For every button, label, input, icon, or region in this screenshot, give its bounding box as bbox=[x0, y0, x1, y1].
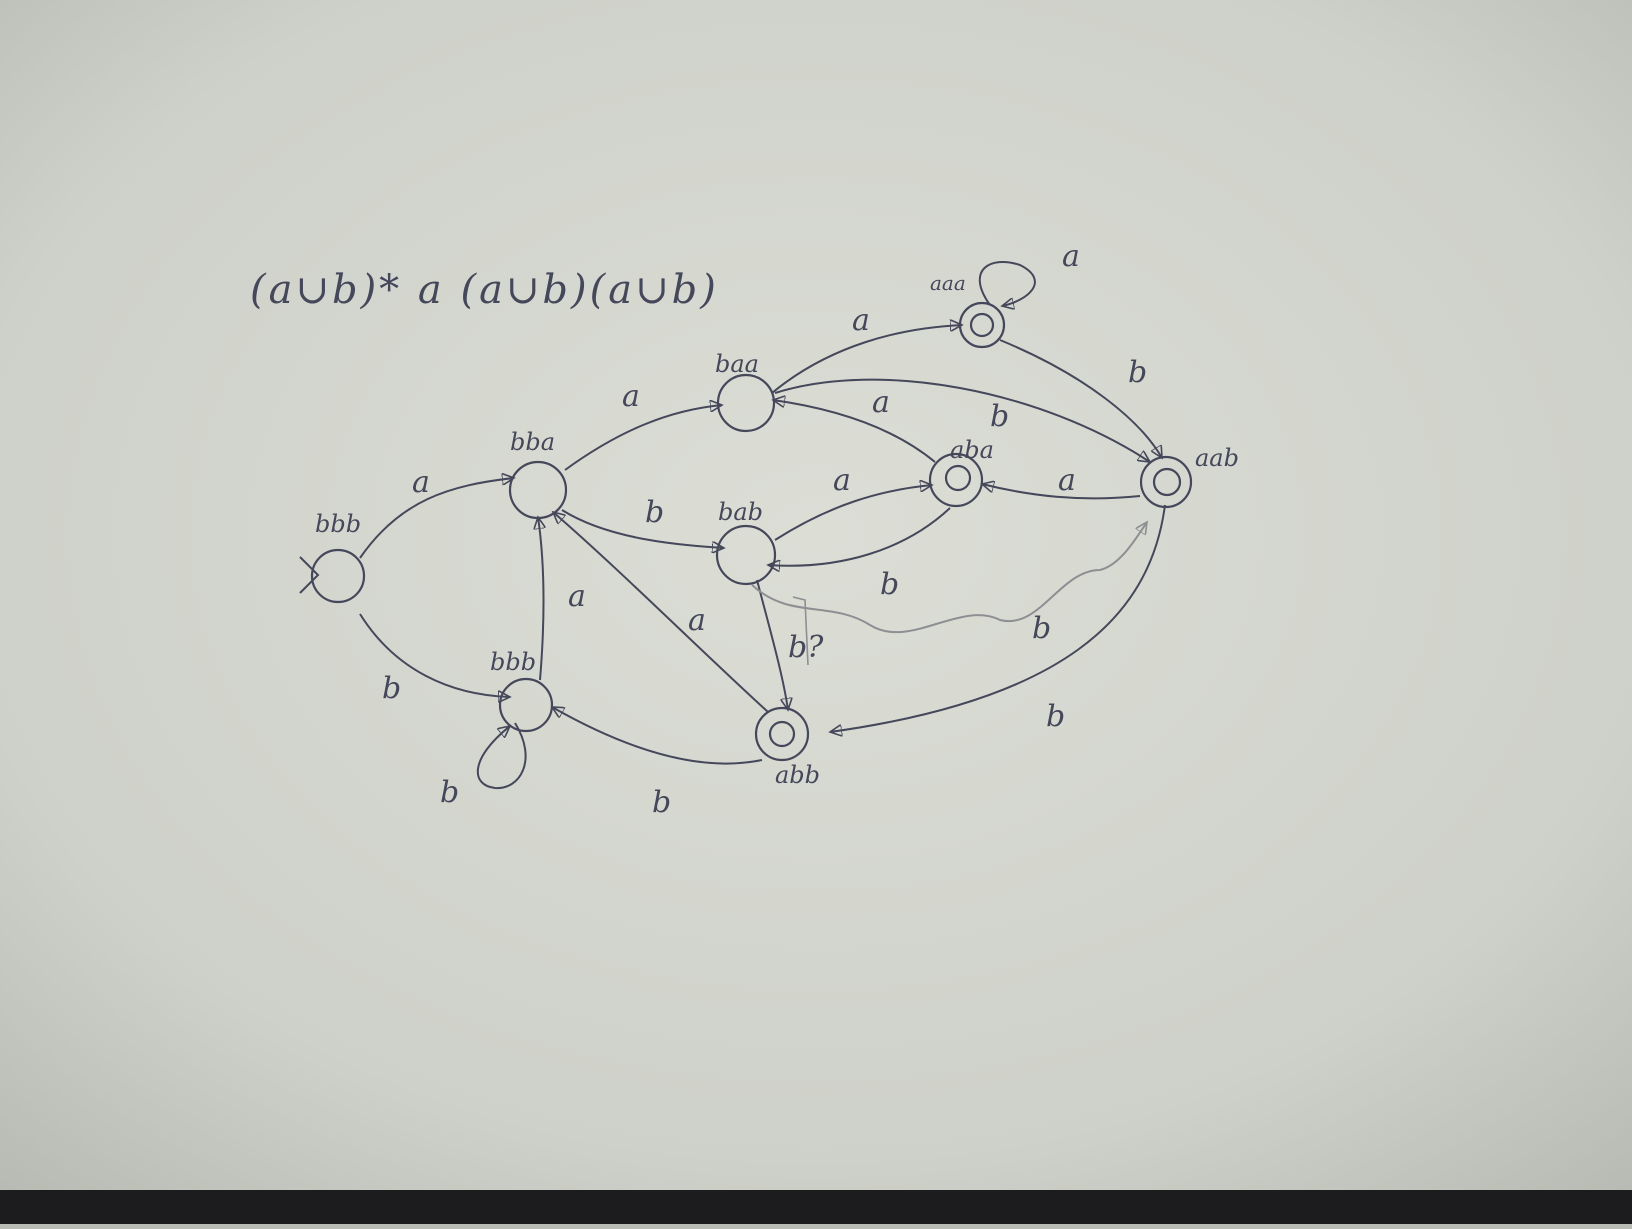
transition-symbol: a bbox=[852, 303, 870, 338]
state-label: baa bbox=[715, 350, 759, 378]
edge-bba-baa bbox=[564, 405, 722, 471]
state-aab-outer bbox=[1139, 455, 1193, 509]
edge-aba-baa bbox=[773, 400, 936, 463]
state-labels: bbb bba bbb baa bab aaa aba aab abb bbox=[315, 271, 1239, 789]
edge-bab-abb bbox=[756, 579, 788, 710]
loop-aaa bbox=[978, 260, 1036, 306]
table-edge bbox=[0, 1190, 1632, 1224]
transition-symbol: a bbox=[1058, 463, 1076, 498]
transition-symbol: b bbox=[652, 785, 671, 820]
state-abb-inner bbox=[768, 720, 796, 748]
transition-symbol: b bbox=[1046, 699, 1065, 734]
state-abb-outer bbox=[754, 706, 810, 762]
state-label: bba bbox=[510, 428, 555, 456]
transition-symbol: b? bbox=[788, 630, 824, 665]
transition-symbol: a bbox=[1062, 239, 1080, 274]
state-bbb-start bbox=[310, 548, 366, 604]
edge-bba-bab bbox=[561, 509, 724, 548]
transition-symbol: b bbox=[880, 567, 899, 602]
state-aba-outer bbox=[928, 452, 984, 508]
edge-bbb2-bba bbox=[538, 517, 544, 681]
state-bab bbox=[715, 524, 777, 586]
state-aba-inner bbox=[944, 464, 972, 492]
state-label: bbb bbox=[315, 510, 361, 538]
state-bba bbox=[508, 460, 568, 520]
state-label: aaa bbox=[930, 271, 966, 295]
state-label: bab bbox=[718, 498, 763, 526]
edge-aaa-aab bbox=[999, 339, 1162, 458]
transition-symbol: a bbox=[688, 603, 706, 638]
state-aab-inner bbox=[1152, 467, 1182, 497]
edge-bab-aab-faint bbox=[751, 522, 1147, 634]
states bbox=[310, 301, 1193, 762]
transition-symbol: a bbox=[833, 463, 851, 498]
state-bbb bbox=[498, 677, 554, 733]
transition-symbol: a bbox=[412, 465, 430, 500]
transition-symbol: b bbox=[382, 671, 401, 706]
edge-bab-aba bbox=[774, 485, 932, 541]
transition-symbol: b bbox=[645, 495, 664, 530]
edge-abb-bbb2 bbox=[552, 707, 763, 765]
transition-symbol: b bbox=[990, 399, 1009, 434]
edge-aab-abb bbox=[830, 504, 1166, 732]
state-label: abb bbox=[775, 761, 820, 789]
state-label: aab bbox=[1195, 444, 1239, 472]
regex-caption: (a∪b)* a (a∪b)(a∪b) bbox=[250, 267, 719, 313]
edges bbox=[299, 260, 1166, 790]
state-baa bbox=[716, 373, 776, 433]
transition-symbol: a bbox=[622, 379, 640, 414]
edge-bbb-bbb2 bbox=[359, 613, 510, 697]
state-aaa-outer bbox=[958, 301, 1006, 349]
edge-abb-bba bbox=[553, 512, 769, 713]
state-aaa-inner bbox=[969, 312, 995, 338]
paper-sheet bbox=[0, 0, 1632, 1190]
transition-symbol: a bbox=[568, 579, 586, 614]
edge-bbb-bba bbox=[359, 478, 514, 559]
edge-baa-aaa bbox=[771, 325, 962, 394]
edge-baa-aab bbox=[774, 378, 1150, 462]
transition-symbol: b bbox=[1128, 355, 1147, 390]
start-arrow bbox=[299, 556, 320, 594]
transition-symbol: b bbox=[440, 775, 459, 810]
state-label: bbb bbox=[490, 648, 536, 676]
transition-symbol: b bbox=[1032, 611, 1051, 646]
edge-aab-aba bbox=[982, 484, 1141, 500]
faint-mark bbox=[792, 596, 809, 666]
state-label: aba bbox=[950, 436, 994, 464]
transition-labels: a b b a a b a b a b a a b a b b? a b b bbox=[382, 239, 1147, 820]
edge-aba-bab bbox=[768, 507, 951, 566]
loop-bbb2 bbox=[476, 722, 527, 790]
transition-symbol: a bbox=[872, 385, 890, 420]
